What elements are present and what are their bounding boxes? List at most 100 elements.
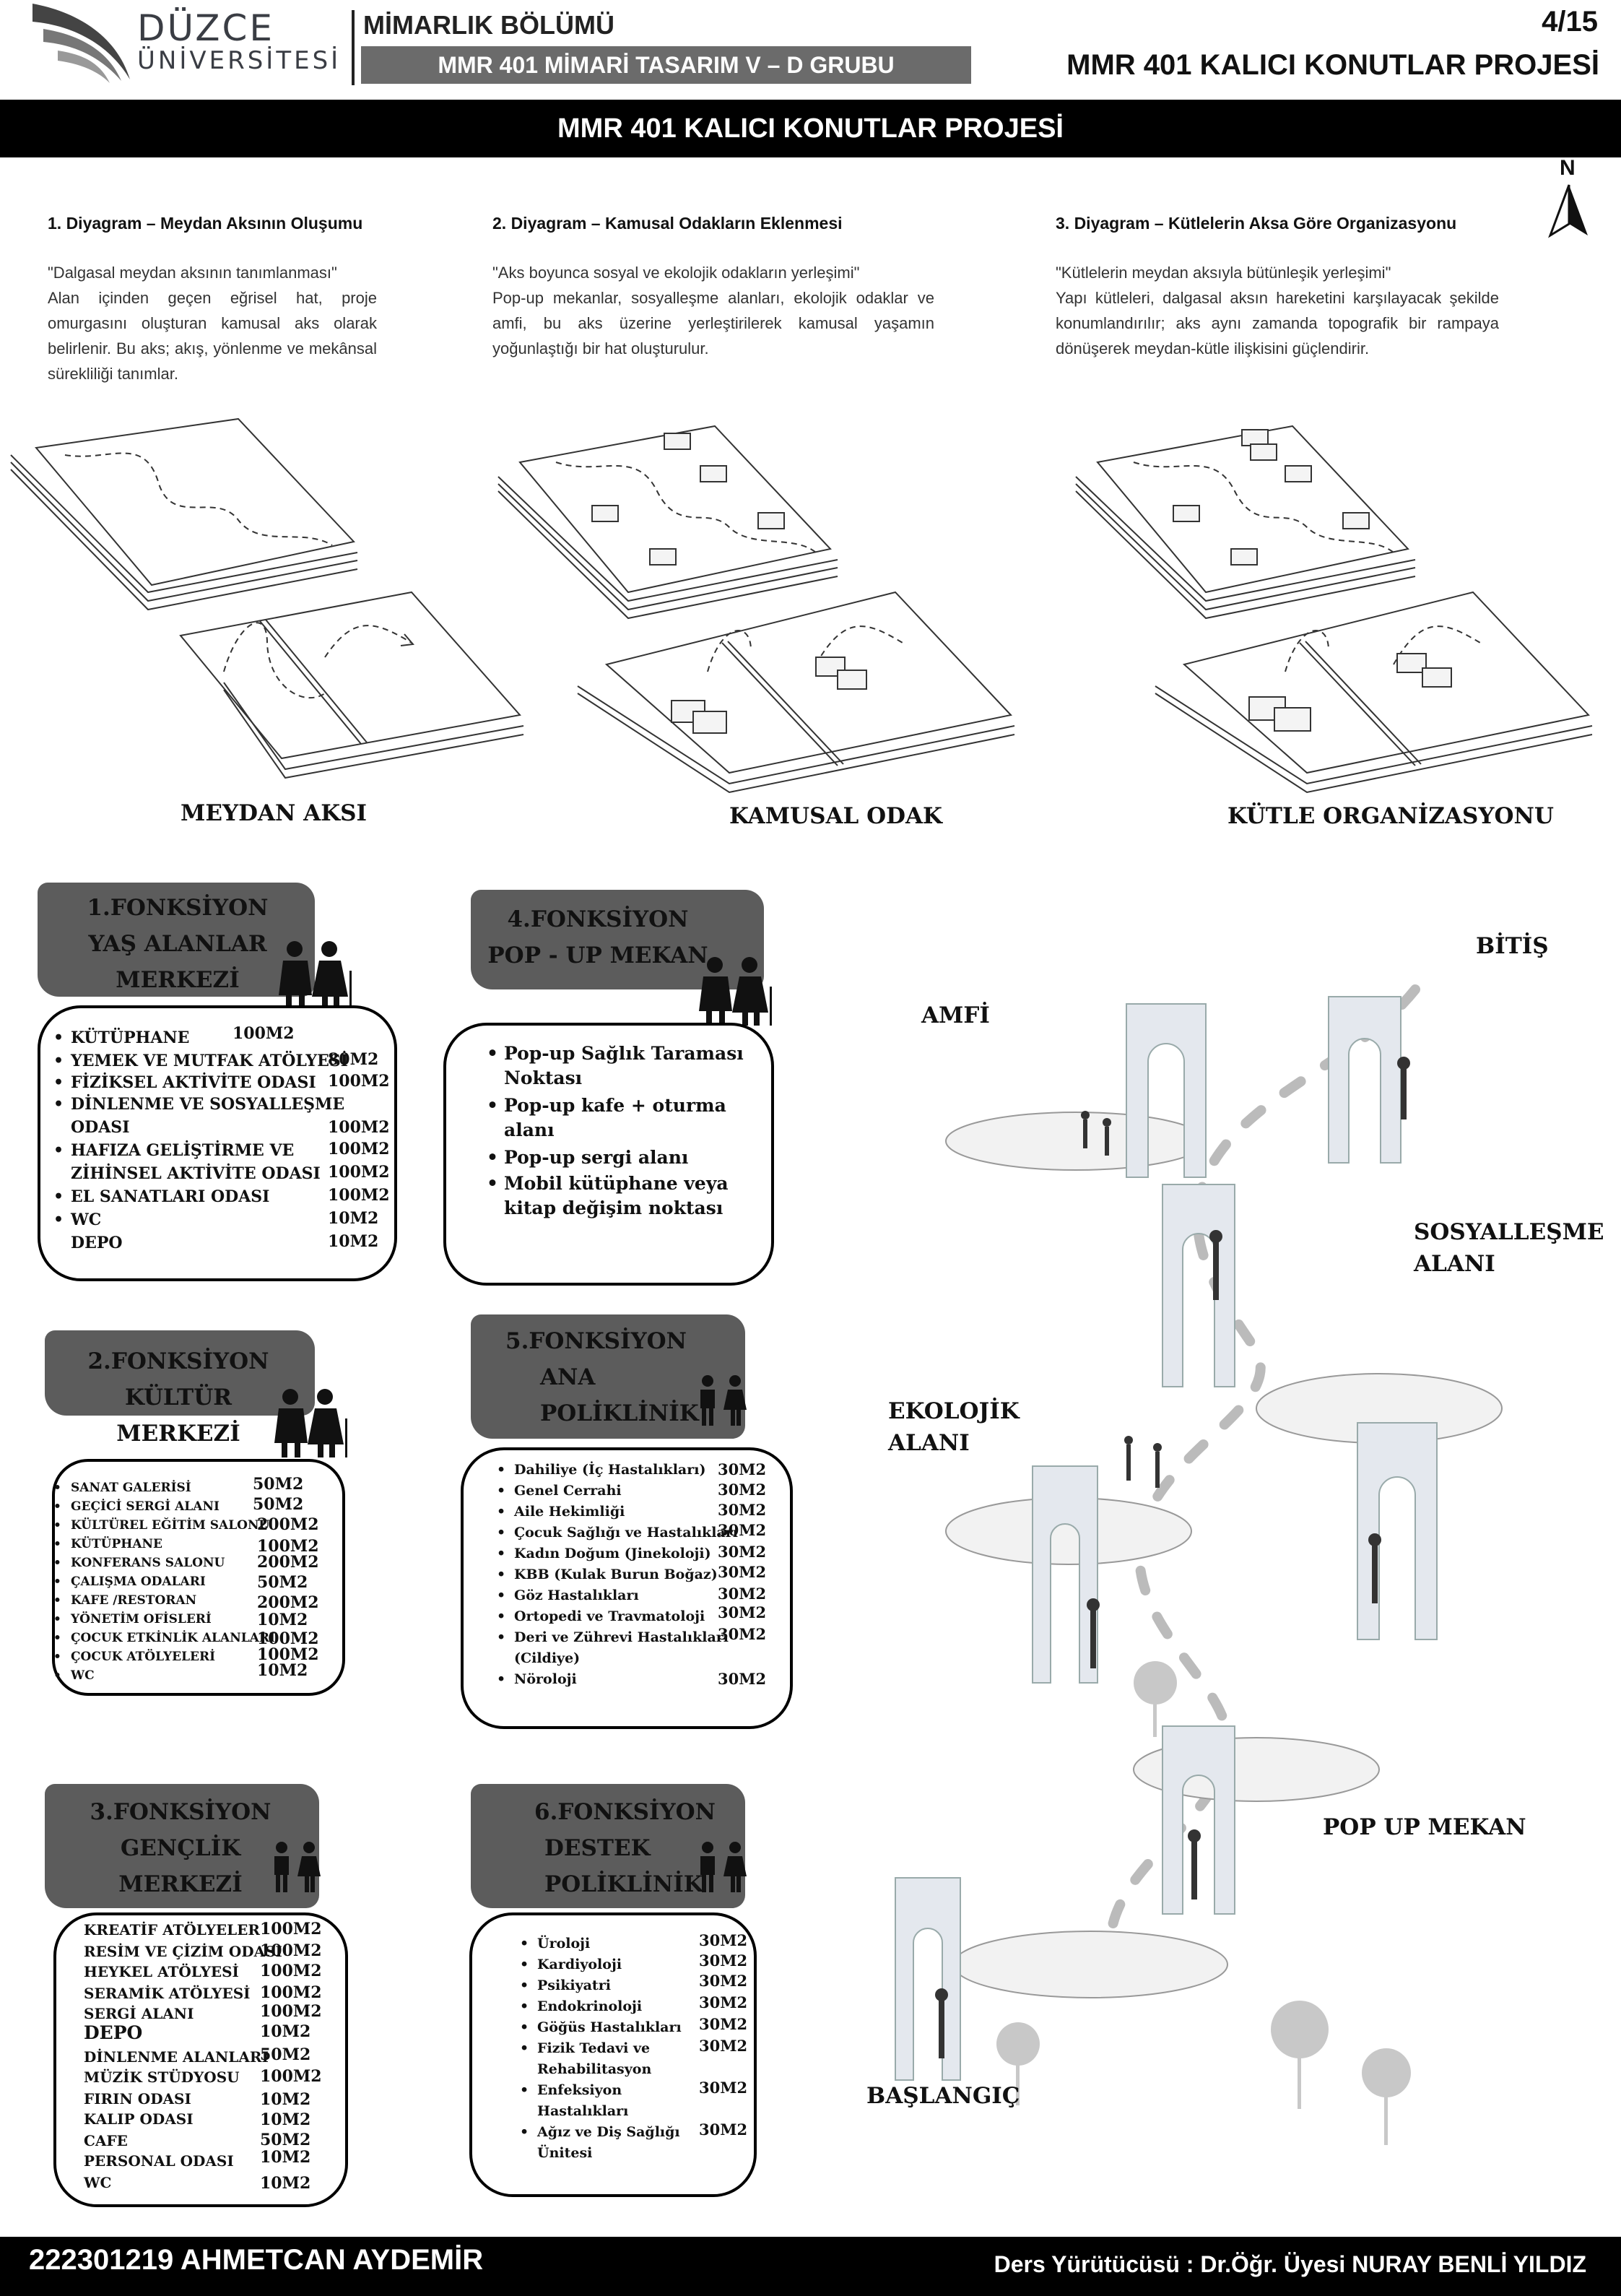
list-item: WC <box>53 1668 94 1683</box>
diagram-2-label: KAMUSAL ODAK <box>729 803 942 829</box>
list-item: KÜLTÜREL EĞİTİM SALONU <box>53 1518 269 1533</box>
list-item: KONFERANS SALONU <box>53 1556 225 1570</box>
list-item: CAFE <box>84 2132 128 2149</box>
list-item: SERAMİK ATÖLYESİ <box>84 1985 251 2002</box>
label-end: BİTİŞ <box>1476 933 1549 959</box>
list-item: KREATİF ATÖLYELER <box>84 1921 261 1938</box>
function-6-tag <box>471 1784 745 1908</box>
area-value: 10M2 <box>328 1209 379 1228</box>
list-item: Pop-up Sağlık Taraması <box>487 1043 744 1064</box>
diagram-3-text: "Kütlelerin meydan aksıyla bütünleşik ye… <box>1056 260 1499 361</box>
list-item: Fizik Tedavi ve <box>520 2040 650 2056</box>
area-value: 50M2 <box>253 1475 304 1494</box>
children-icon <box>700 1375 747 1426</box>
diagram-2-title: 2. Diyagram – Kamusal Odakların Eklenmes… <box>492 214 843 233</box>
list-item: Göz Hastalıkları <box>497 1587 639 1603</box>
function-5-title: 5.FONKSİYON ANA POLİKLİNİK <box>505 1328 699 1426</box>
area-value: 100M2 <box>232 1024 295 1043</box>
list-item: kitap değişim noktası <box>504 1197 723 1218</box>
list-item: Üroloji <box>520 1936 590 1951</box>
area-value: 30M2 <box>699 2037 748 2055</box>
list-item: Dahiliye (İç Hastalıkları) <box>497 1462 705 1478</box>
function-3-title: 3.FONKSİYON GENÇLİK MERKEZİ <box>90 1799 271 1897</box>
diagram-2-quote: "Aks boyunca sosyal ve ekolojik odakları… <box>492 264 860 282</box>
list-item: Ağız ve Diş Sağlığı <box>520 2124 680 2140</box>
function-4-tag <box>471 890 764 989</box>
list-item: SANAT GALERİSİ <box>53 1481 191 1495</box>
header-divider <box>352 10 355 85</box>
elderly-couple-icon <box>279 941 352 1010</box>
list-item: DEPO <box>71 1234 123 1252</box>
list-item: ODASI <box>71 1118 130 1137</box>
list-item: KAFE /RESTORAN <box>53 1593 196 1608</box>
university-logo-icon <box>32 4 130 83</box>
north-label: N <box>1560 156 1576 180</box>
area-value: 10M2 <box>260 2110 311 2129</box>
label-amfi: AMFİ <box>921 1002 990 1028</box>
list-item: DİNLENME ALANLARI <box>84 2048 269 2066</box>
list-item: ZİHİNSEL AKTİVİTE ODASI <box>71 1164 321 1183</box>
list-item: Mobil kütüphane veya <box>487 1173 729 1194</box>
list-item: HAFIZA GELİŞTİRME VE <box>53 1141 294 1160</box>
list-item: (Cildiye) <box>514 1650 581 1666</box>
function-2-tag <box>45 1330 315 1416</box>
function-5-tag <box>471 1314 745 1439</box>
list-item: ÇOCUK ATÖLYELERİ <box>53 1650 215 1664</box>
list-item: FIRIN ODASI <box>84 2090 191 2107</box>
area-value: 100M2 <box>328 1072 390 1091</box>
area-value: 30M2 <box>699 1993 748 2011</box>
children-icon <box>274 1842 321 1892</box>
area-value: 50M2 <box>260 2045 311 2064</box>
area-value: 30M2 <box>699 2120 748 2139</box>
function-4-title: 4.FONKSİYON POP - UP MEKAN <box>487 906 708 969</box>
list-item: alanı <box>504 1119 555 1140</box>
area-value: 30M2 <box>699 1951 748 1970</box>
area-value: 100M2 <box>257 1629 319 1648</box>
list-item: WC <box>84 2174 112 2191</box>
label-social: SOSYALLEŞME ALANI <box>1414 1219 1604 1277</box>
list-item: KÜTÜPHANE <box>53 1028 189 1047</box>
list-item: KBB (Kulak Burun Boğaz) <box>497 1567 718 1582</box>
area-value: 30M2 <box>718 1625 767 1643</box>
logo-subtitle: ÜNİVERSİTESİ <box>137 46 342 75</box>
area-value: 100M2 <box>260 1962 322 1980</box>
list-item: Pop-up sergi alanı <box>487 1147 688 1168</box>
list-item: DİNLENME VE SOSYALLEŞME <box>53 1095 344 1114</box>
list-item: Noktası <box>504 1067 583 1088</box>
list-item: Nöroloji <box>497 1671 577 1687</box>
diagram-2-drawing <box>497 425 1015 794</box>
area-value: 30M2 <box>699 2079 748 2097</box>
list-item: Çocuk Sağlığı ve Hastalıkları <box>497 1525 738 1541</box>
diagram-3-body: Yapı kütleleri, dalgasal aksın hareketin… <box>1056 289 1499 358</box>
list-item: KALIP ODASI <box>84 2110 194 2128</box>
area-value: 30M2 <box>718 1543 767 1561</box>
list-item: MÜZİK STÜDYOSU <box>84 2068 240 2086</box>
area-value: 200M2 <box>257 1593 319 1612</box>
logo-name: DÜZCE <box>137 7 274 49</box>
course-bar: MMR 401 MİMARİ TASARIM V – D GRUBU <box>361 46 971 84</box>
list-item: Kardiyoloji <box>520 1957 622 1972</box>
area-value: 10M2 <box>260 2148 311 2167</box>
list-item: ÇOCUK ETKİNLİK ALANLARI <box>53 1631 275 1645</box>
area-value: 30M2 <box>718 1670 767 1688</box>
elderly-couple-icon <box>699 957 772 1026</box>
area-value: 100M2 <box>260 2067 322 2086</box>
list-item: WC <box>53 1210 101 1229</box>
area-value: 100M2 <box>260 1983 322 2002</box>
label-start: BAŞLANGIÇ <box>866 2083 1020 2109</box>
list-item: YÖNETİM OFİSLERİ <box>53 1612 212 1626</box>
list-item: EL SANATLARI ODASI <box>53 1187 270 1206</box>
instructor-name: Ders Yürütücüsü : Dr.Öğr. Üyesi NURAY BE… <box>994 2251 1586 2277</box>
north-arrow-icon <box>1548 184 1588 238</box>
diagram-3-title: 3. Diyagram – Kütlelerin Aksa Göre Organ… <box>1056 214 1457 233</box>
area-value: 100M2 <box>260 1941 322 1960</box>
list-item: Deri ve Zührevi Hastalıkları <box>497 1629 729 1645</box>
function-1-tag <box>38 883 315 997</box>
area-value: 30M2 <box>699 1972 748 1990</box>
list-item: SERGİ ALANI <box>84 2005 194 2022</box>
label-ecology: EKOLOJİK ALANI <box>888 1398 1020 1456</box>
diagram-1-label: MEYDAN AKSI <box>181 800 368 826</box>
list-item: Göğüs Hastalıkları <box>520 2019 682 2035</box>
project-title-bar: MMR 401 KALICI KONUTLAR PROJESİ <box>0 100 1621 157</box>
elderly-couple-icon <box>274 1389 347 1457</box>
